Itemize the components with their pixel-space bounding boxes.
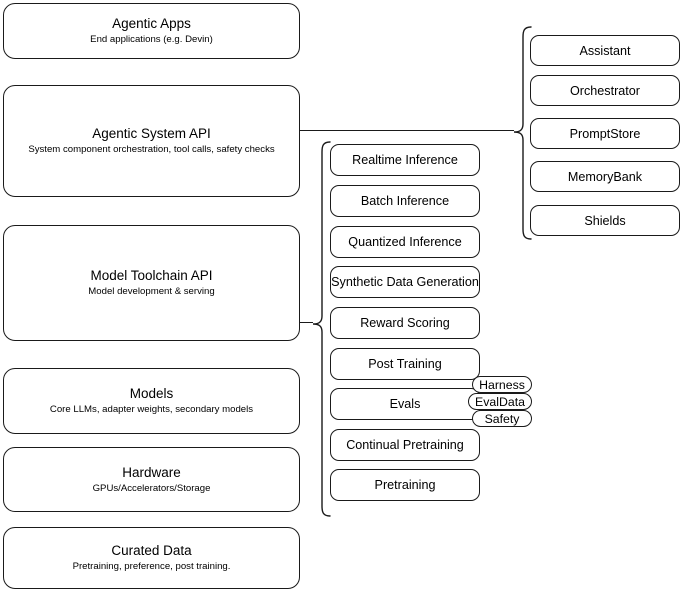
layer-title: Hardware xyxy=(122,464,181,480)
layer-subtitle: End applications (e.g. Devin) xyxy=(90,34,213,45)
component-label: Realtime Inference xyxy=(352,153,458,167)
pill-label: Harness xyxy=(479,377,525,392)
layer-title: Curated Data xyxy=(111,543,192,558)
toolchain-component-quantized-inference[interactable]: Quantized Inference xyxy=(330,226,480,258)
connector-system-api-to-components xyxy=(300,130,514,132)
component-label: MemoryBank xyxy=(567,169,643,184)
layer-subtitle: Model development & serving xyxy=(88,286,215,297)
component-label: Synthetic Data Generation xyxy=(331,275,479,289)
eval-subcomponent-evaldata[interactable]: EvalData xyxy=(468,393,532,410)
toolchain-component-batch-inference[interactable]: Batch Inference xyxy=(330,185,480,217)
layer-title: Models xyxy=(129,386,174,401)
component-label: Post Training xyxy=(368,357,442,371)
layer-subtitle: Pretraining, preference, post training. xyxy=(72,561,231,572)
component-label: Quantized Inference xyxy=(348,235,462,249)
layer-subtitle: Core LLMs, adapter weights, secondary mo… xyxy=(49,404,254,415)
component-label: Orchestrator xyxy=(570,83,640,98)
component-label: Continual Pretraining xyxy=(346,438,464,452)
toolchain-brace xyxy=(310,140,332,520)
toolchain-component-realtime-inference[interactable]: Realtime Inference xyxy=(330,144,480,176)
layer-box-models[interactable]: Models Core LLMs, adapter weights, secon… xyxy=(3,368,300,434)
layer-subtitle: GPUs/Accelerators/Storage xyxy=(92,482,211,494)
layer-subtitle: System component orchestration, tool cal… xyxy=(28,144,275,155)
pill-label: Safety xyxy=(484,411,520,426)
layer-box-hardware[interactable]: Hardware GPUs/Accelerators/Storage xyxy=(3,447,300,512)
toolchain-component-reward-scoring[interactable]: Reward Scoring xyxy=(330,307,480,339)
layer-title: Model Toolchain API xyxy=(90,268,213,283)
system-component-orchestrator[interactable]: Orchestrator xyxy=(530,75,680,106)
layer-title: Agentic System API xyxy=(92,126,211,141)
toolchain-component-evals[interactable]: Evals xyxy=(330,388,480,420)
component-label: Evals xyxy=(389,397,421,411)
eval-subcomponent-safety[interactable]: Safety xyxy=(472,410,532,427)
layer-box-model-toolchain-api[interactable]: Model Toolchain API Model development & … xyxy=(3,225,300,341)
layer-box-agentic-apps[interactable]: Agentic Apps End applications (e.g. Devi… xyxy=(3,3,300,59)
layer-title: Agentic Apps xyxy=(112,16,191,31)
layer-box-agentic-system-api[interactable]: Agentic System API System component orch… xyxy=(3,85,300,197)
pill-label: EvalData xyxy=(475,394,525,409)
system-component-assistant[interactable]: Assistant xyxy=(530,35,680,66)
system-component-shields[interactable]: Shields xyxy=(530,205,680,236)
component-label: Pretraining xyxy=(374,478,436,492)
toolchain-component-pretraining[interactable]: Pretraining xyxy=(330,469,480,501)
component-label: Shields xyxy=(584,213,626,228)
toolchain-component-synthetic-data-generation[interactable]: Synthetic Data Generation xyxy=(330,266,480,298)
toolchain-component-continual-pretraining[interactable]: Continual Pretraining xyxy=(330,429,480,461)
eval-subcomponent-harness[interactable]: Harness xyxy=(472,376,532,393)
component-label: Reward Scoring xyxy=(360,316,450,330)
connector-toolchain-api-to-components xyxy=(300,322,313,324)
system-component-promptstore[interactable]: PromptStore xyxy=(530,118,680,149)
component-label: PromptStore xyxy=(569,126,641,141)
component-label: Batch Inference xyxy=(360,194,450,208)
layer-box-curated-data[interactable]: Curated Data Pretraining, preference, po… xyxy=(3,527,300,589)
toolchain-component-post-training[interactable]: Post Training xyxy=(330,348,480,380)
system-components-brace xyxy=(511,25,533,243)
system-component-memorybank[interactable]: MemoryBank xyxy=(530,161,680,192)
component-label: Assistant xyxy=(579,43,631,58)
